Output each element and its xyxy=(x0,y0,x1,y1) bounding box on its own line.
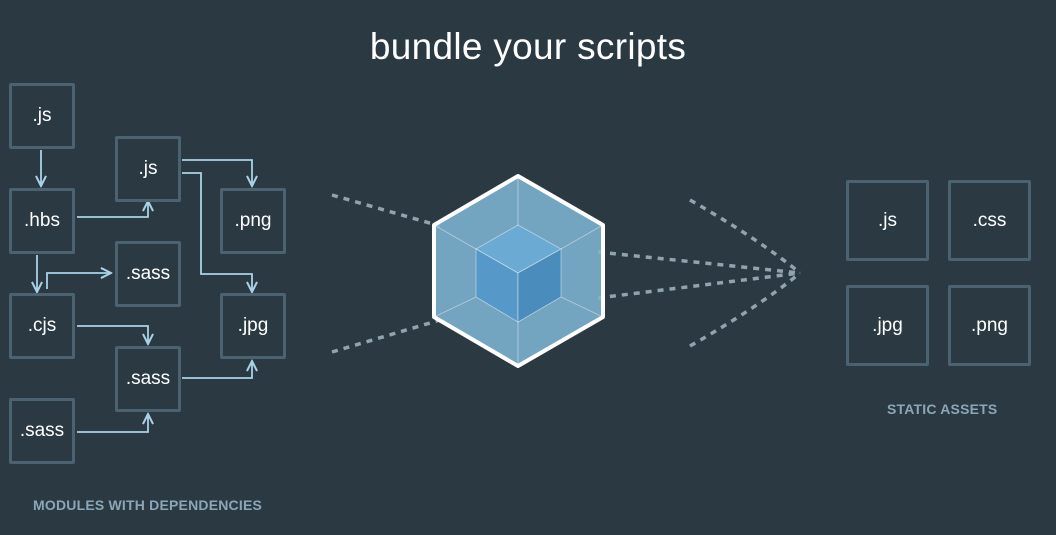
asset-css: .css xyxy=(948,180,1031,261)
module-hbs: .hbs xyxy=(9,188,75,254)
dependency-arrows xyxy=(37,150,252,433)
module-js-top: .js xyxy=(9,83,75,149)
module-png: .png xyxy=(220,188,286,254)
page-title: bundle your scripts xyxy=(369,26,687,67)
flow-in-top xyxy=(331,193,441,228)
webpack-cube-icon xyxy=(432,174,605,368)
arrow-sass-bottom-to-sass xyxy=(77,414,148,433)
flow-in-bottom xyxy=(331,318,441,354)
asset-png: .png xyxy=(948,285,1031,366)
asset-jpg: .jpg xyxy=(846,285,929,366)
arrow-cjs-to-sass-low xyxy=(77,325,148,344)
module-sass-low: .sass xyxy=(115,346,181,412)
arrow-js-to-png xyxy=(182,159,252,186)
module-jpg: .jpg xyxy=(220,293,286,359)
arrow-sass-to-jpg xyxy=(182,361,252,379)
flow-curve-top xyxy=(689,198,802,275)
flow-lines xyxy=(331,193,802,354)
module-cjs: .cjs xyxy=(9,293,75,359)
flow-out-bottom xyxy=(597,271,801,300)
arrow-cjs-to-sass xyxy=(46,273,111,289)
module-js-mid: .js xyxy=(115,136,181,202)
flow-curve-bottom xyxy=(689,271,802,348)
module-sass-mid: .sass xyxy=(115,241,181,307)
module-sass-bottom: .sass xyxy=(9,398,75,464)
asset-js: .js xyxy=(846,180,929,261)
arrow-hbs-to-js xyxy=(77,201,148,218)
modules-caption: MODULES WITH DEPENDENCIES xyxy=(33,497,263,513)
assets-caption: STATIC ASSETS xyxy=(887,401,998,417)
flow-out-top xyxy=(597,250,801,275)
arrow-js-to-jpg xyxy=(182,172,252,292)
